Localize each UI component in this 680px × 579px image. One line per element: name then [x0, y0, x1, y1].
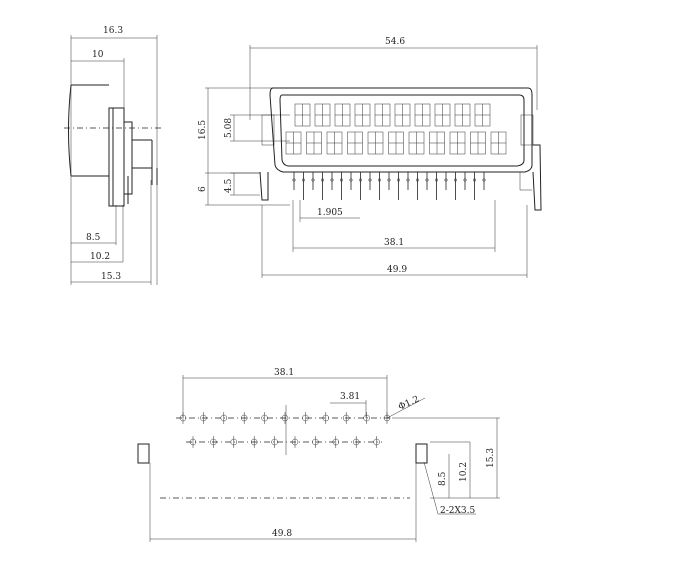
front-dim-6: 6 [198, 186, 208, 192]
front-view: 54.6 16.5 5.08 6 4.5 [198, 37, 542, 278]
fp-dim-15-3: 15.3 [486, 448, 496, 468]
side-dim-16-3: 16.3 [103, 26, 123, 36]
fp-dim-49-8: 49.8 [272, 529, 292, 539]
front-pins [292, 172, 486, 200]
side-dim-8-5: 8.5 [86, 233, 101, 243]
side-dim-10: 10 [92, 50, 104, 60]
front-dim-54-6: 54.6 [385, 37, 405, 47]
side-dim-10-2: 10.2 [90, 252, 110, 262]
front-dim-38-1: 38.1 [384, 238, 404, 248]
front-dim-5-08: 5.08 [224, 118, 234, 138]
fp-dim-3-81: 3.81 [340, 392, 360, 402]
fp-dim-38-1: 38.1 [274, 368, 294, 378]
front-dim-1-905: 1.905 [317, 208, 343, 218]
mount-hole-right [415, 443, 428, 464]
contact-cells [285, 103, 507, 155]
footprint-holes [179, 412, 391, 448]
fp-dim-slot: 2-2X3.5 [440, 506, 475, 516]
footprint-view: 38.1 3.81 Φ1.2 15.3 10.2 8.5 2-2X3.5 [137, 368, 500, 542]
side-view: 16.3 10 8.5 10.2 15.3 [64, 26, 162, 285]
fp-dim-hole: Φ1.2 [397, 394, 421, 412]
front-dim-49-9: 49.9 [387, 265, 407, 275]
front-dim-16-5: 16.5 [198, 120, 208, 140]
side-dim-15-3: 15.3 [101, 272, 121, 282]
fp-dim-10-2: 10.2 [459, 462, 469, 482]
mount-hole-left [137, 443, 150, 464]
fp-dim-8-5: 8.5 [438, 471, 448, 486]
front-dim-4-5: 4.5 [224, 178, 234, 193]
